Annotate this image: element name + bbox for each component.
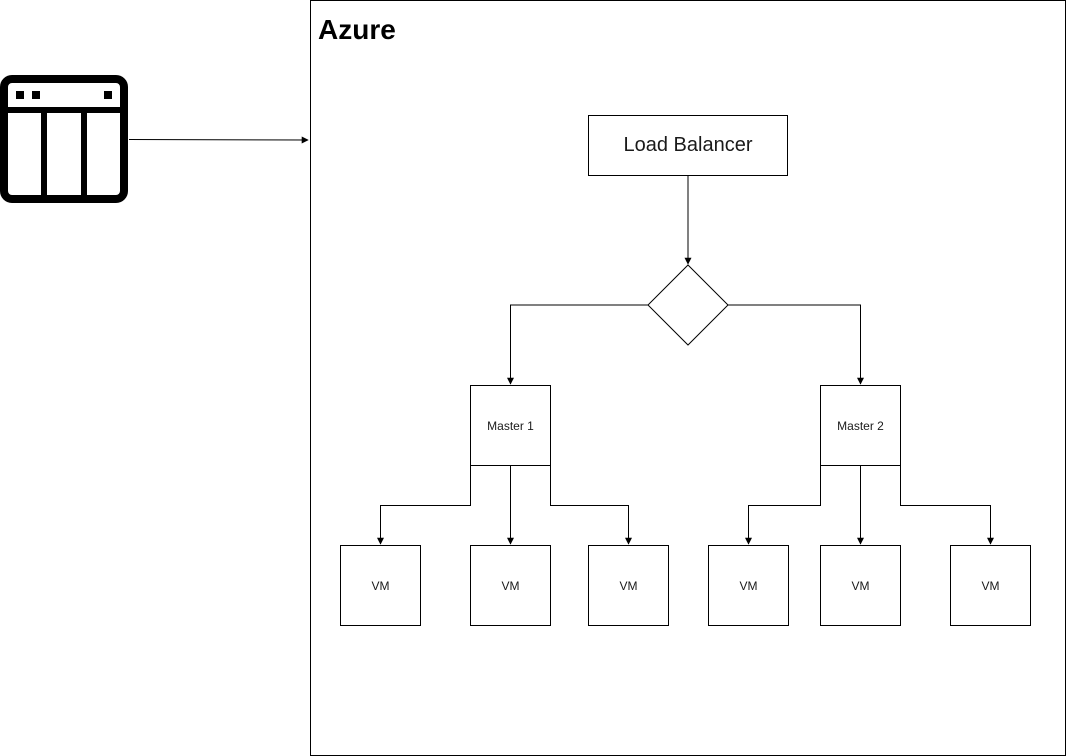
master-2-label: Master 2: [837, 418, 884, 433]
load-balancer-box[interactable]: [588, 115, 788, 176]
edge-master-1-to-vm-3: [550, 466, 632, 545]
azure-title: Azure: [318, 14, 396, 45]
edge-master-1-to-vm-1: [377, 466, 471, 545]
vm-5-label: VM: [851, 578, 870, 593]
edge-master-2-to-vm-6: [900, 466, 994, 545]
vm-box-6[interactable]: [950, 545, 1031, 626]
vm-2-label: VM: [501, 578, 520, 593]
edge-master-2-to-vm-4: [745, 466, 821, 545]
azure-container: [310, 0, 1066, 756]
vm-6-label: VM: [981, 578, 1000, 593]
vm-3-label: VM: [619, 578, 638, 593]
vm-box-2[interactable]: [470, 545, 551, 626]
load-balancer-label: Load Balancer: [623, 134, 753, 156]
vm-box-4[interactable]: [708, 545, 789, 626]
router-diamond[interactable]: [647, 264, 729, 346]
vm-1-label: VM: [371, 578, 390, 593]
edge-router-to-master-1: [507, 304, 648, 385]
vm-box-1[interactable]: [340, 545, 421, 626]
edge-client-to-azure: [128, 136, 309, 144]
edge-router-to-master-2: [728, 304, 864, 385]
vm-4-label: VM: [739, 578, 758, 593]
master-1-box[interactable]: [470, 385, 551, 466]
master-1-label: Master 1: [487, 418, 534, 433]
master-2-box[interactable]: [820, 385, 901, 466]
browser-window-icon: [0, 75, 128, 203]
vm-box-3[interactable]: [588, 545, 669, 626]
vm-box-5[interactable]: [820, 545, 901, 626]
